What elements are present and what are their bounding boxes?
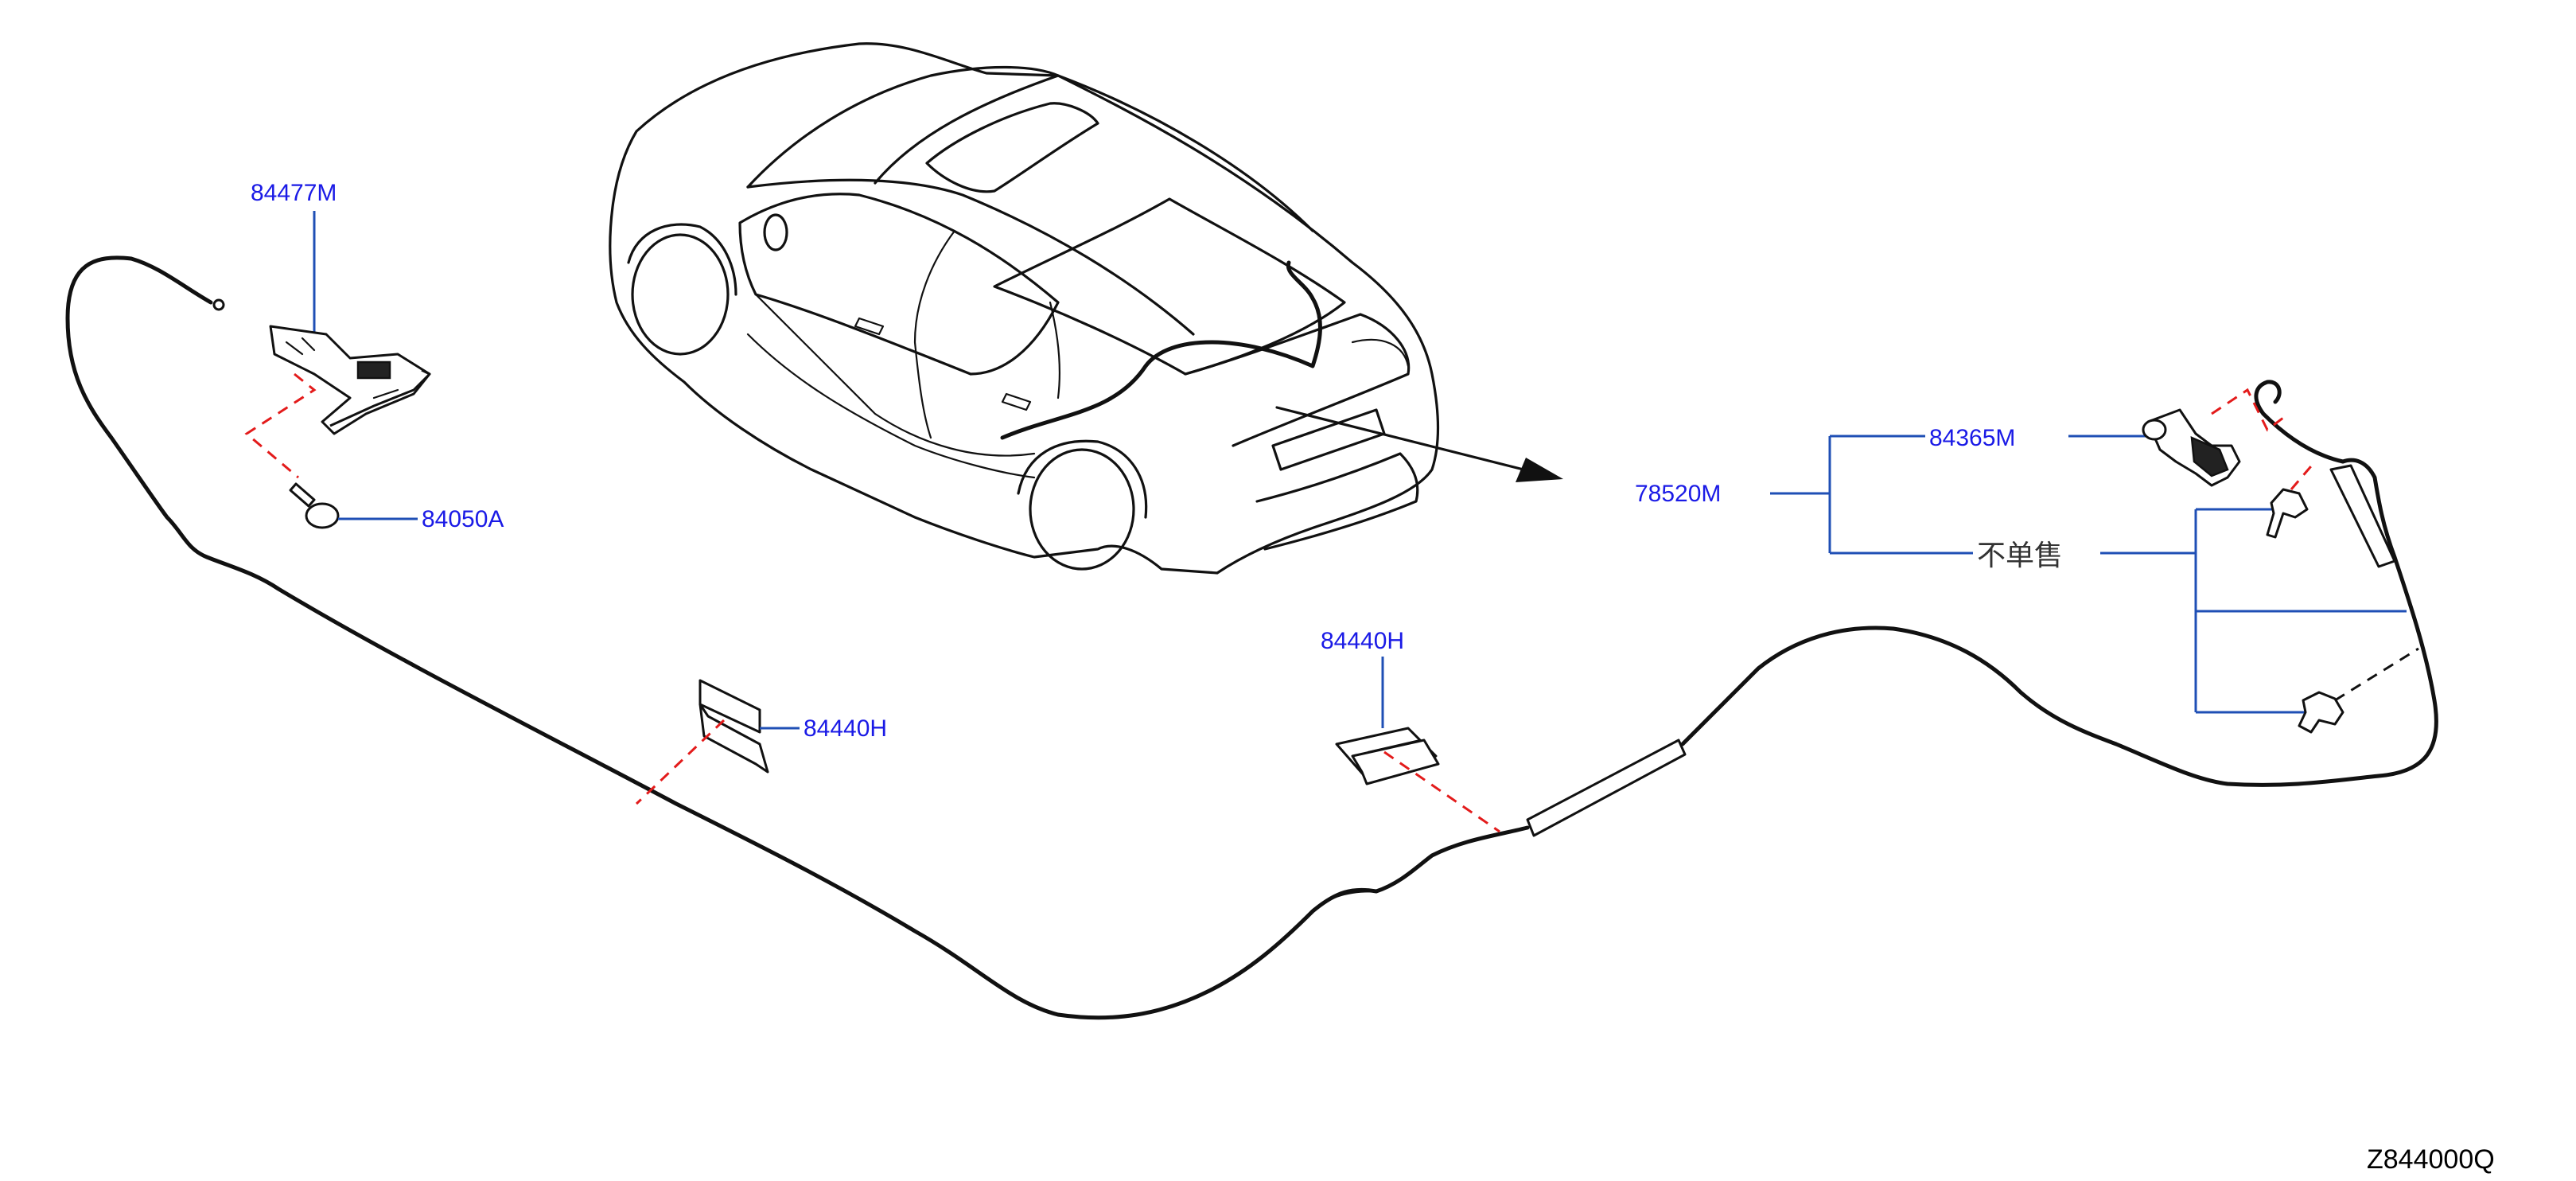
car-side-window [738,193,1060,376]
label-84477M: 84477M [251,180,337,206]
car-mirror [763,213,788,251]
dash-84477M-84050A [244,372,317,479]
cable-sleeve-right [2329,464,2396,568]
label-84440H-mid: 84440H [1321,628,1404,654]
part-78520M[interactable]: 78520M [1635,435,1973,555]
clip-left-upper [698,679,761,734]
opener-lever-body [269,325,431,435]
car-sunroof [925,102,1099,193]
cable-sleeve-mid [1526,739,1687,837]
car-roof [746,65,1060,189]
part-84050A[interactable]: 84050A [289,482,504,532]
opener-lever-mechanism [356,361,391,380]
opener-cable-hook [2254,380,2345,464]
car-rear-bumper [1255,452,1419,551]
opener-cable [65,255,1530,1020]
label-78520M: 78520M [1635,481,1721,507]
clip-left-lower [698,703,769,774]
opener-cable-right [1680,458,2438,787]
dash-84440H-mid [1383,750,1500,833]
cable-sleeve-left [1311,890,1378,913]
not-sold-separately-group: 不单售 [1977,461,2419,734]
car-door-handle-rear [1001,392,1032,411]
switch-plunger [2142,419,2167,441]
label-84440H-left: 84440H [804,715,887,742]
car-b-pillar [913,229,956,439]
car-licence-plate [1271,408,1386,471]
car-c-pillar [1049,301,1061,400]
clip-mid-slot [1367,739,1422,754]
part-84477M[interactable]: 84477M [212,180,431,479]
opener-cable-end [212,298,225,311]
bolt-shaft [289,482,316,508]
car-sill [746,333,1036,479]
car-trunk-lid [1184,313,1411,447]
diagram-code: Z844000Q [2367,1144,2495,1175]
car-rear-wheel [1029,448,1135,571]
car-rear-window [993,197,1346,376]
dash-small-clip-upper [2290,461,2317,490]
car-trunk-harness [1000,260,1322,440]
detail-arrow [1275,406,1525,471]
dash-84365M [2211,388,2284,432]
car-rear-wheel-arch [1017,439,1148,519]
car-front-wheel-arch [627,223,737,296]
car-roof-rear [746,178,1195,336]
car-door-handle-front [854,317,885,336]
detail-arrow-head [1516,458,1563,482]
part-84440H-left[interactable]: 84440H [635,679,887,805]
car-door-line [754,293,1036,457]
dash-84440H-left [635,719,726,805]
car-front-wheel [631,233,730,356]
bolt-head [305,502,340,529]
opener-lever-ribs [285,337,399,400]
opener-lever-handle [329,368,431,427]
car-roof-edge [874,74,1314,232]
car-tail-light [1351,338,1410,368]
switch-connector [2190,436,2229,477]
part-84365M[interactable]: 84365M [1929,388,2284,487]
label-84050A: 84050A [422,506,504,532]
small-clip-lower [2298,691,2344,734]
part-84440H-mid[interactable]: 84440H [1321,628,1500,833]
label-84365M: 84365M [1929,425,2015,451]
small-clip-upper [2266,488,2309,539]
note-not-sold-separately: 不单售 [1977,540,2063,572]
car-body-outline [609,42,1440,575]
vehicle-illustration [609,42,1563,575]
dash-small-clip-lower [2334,647,2419,702]
